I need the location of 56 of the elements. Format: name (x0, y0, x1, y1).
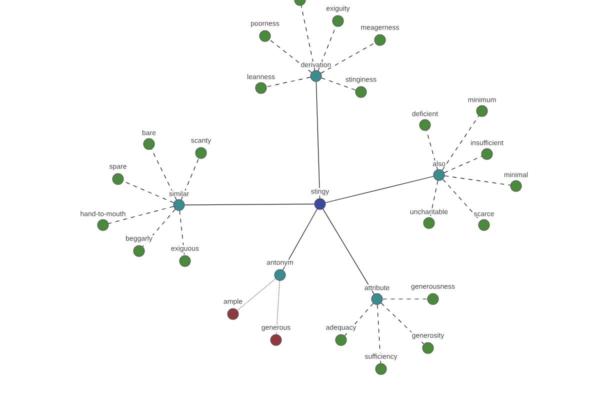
word-node (481, 148, 493, 160)
connector (266, 76, 311, 88)
word-node (476, 105, 488, 117)
word-node (143, 138, 155, 150)
word-node (294, 0, 306, 6)
connector (444, 156, 482, 173)
word-node (310, 70, 322, 82)
connector (123, 180, 174, 204)
word-node (332, 15, 344, 27)
connector (322, 208, 374, 294)
connector (276, 280, 280, 335)
word-node (335, 334, 347, 346)
word-node (179, 255, 191, 267)
word-node (422, 342, 434, 354)
connector (316, 81, 320, 199)
connector (325, 176, 434, 203)
word-node (419, 119, 431, 131)
word-node (274, 269, 286, 281)
connector (237, 278, 276, 311)
word-node (195, 147, 207, 159)
word-node (112, 173, 124, 185)
connector (426, 130, 438, 170)
connector (321, 78, 356, 90)
connector (444, 176, 511, 186)
word-node (375, 363, 387, 375)
connector (382, 298, 428, 300)
connector (184, 204, 315, 206)
connector (142, 209, 176, 247)
word-node (371, 293, 383, 305)
word-node (173, 199, 185, 211)
connector (108, 206, 174, 224)
word-node (314, 198, 326, 210)
word-node (270, 334, 282, 346)
connector (320, 42, 376, 74)
connector (377, 304, 381, 364)
connector (282, 208, 318, 270)
word-node (510, 180, 522, 192)
word-node (259, 30, 271, 42)
word-node (97, 219, 109, 231)
connector (180, 158, 200, 200)
word-node (478, 219, 490, 231)
connector (442, 115, 480, 171)
connector (179, 210, 185, 256)
word-node (133, 245, 145, 257)
word-node (255, 82, 267, 94)
word-node (355, 86, 367, 98)
connector (269, 39, 312, 73)
word-node (227, 308, 239, 320)
connector (151, 148, 177, 200)
connector (344, 303, 374, 336)
word-node (374, 34, 386, 46)
connector (430, 180, 438, 218)
word-node (427, 293, 439, 305)
word-node (423, 217, 435, 229)
connector (380, 302, 424, 344)
word-node (433, 169, 445, 181)
